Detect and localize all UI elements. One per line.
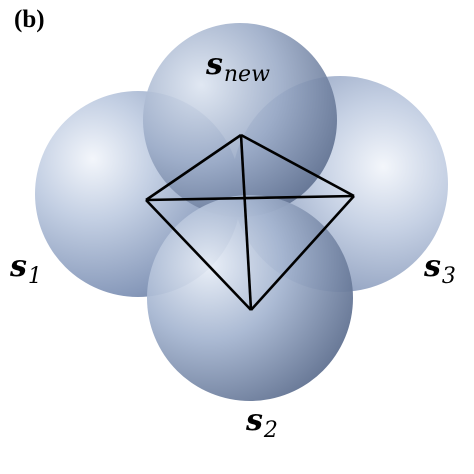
tetra-edge-apex-bottom [239,134,253,311]
tetra-edge-left-bottom [145,199,252,311]
label-s-new: snew [206,47,270,86]
label-s3: s3 [424,249,456,288]
label-s2-symbol: s [246,403,263,438]
label-s2-subscript: 2 [263,418,278,443]
panel-label: (b) [14,6,45,33]
label-s3-symbol: s [424,249,441,284]
tetra-edge-left-right [145,194,355,202]
label-s-new-symbol: s [206,47,223,82]
label-s1-subscript: 1 [27,264,42,289]
tetra-edge-right-bottom [250,195,355,311]
label-s1: s1 [10,249,42,288]
label-s1-symbol: s [10,249,27,284]
label-s-new-subscript: new [223,62,270,87]
tetra-edge-apex-left [145,133,242,202]
tetrahedron [145,133,355,311]
label-s3-subscript: 3 [441,264,456,289]
label-s2: s2 [246,403,278,442]
tetra-edge-apex-right [240,133,355,198]
